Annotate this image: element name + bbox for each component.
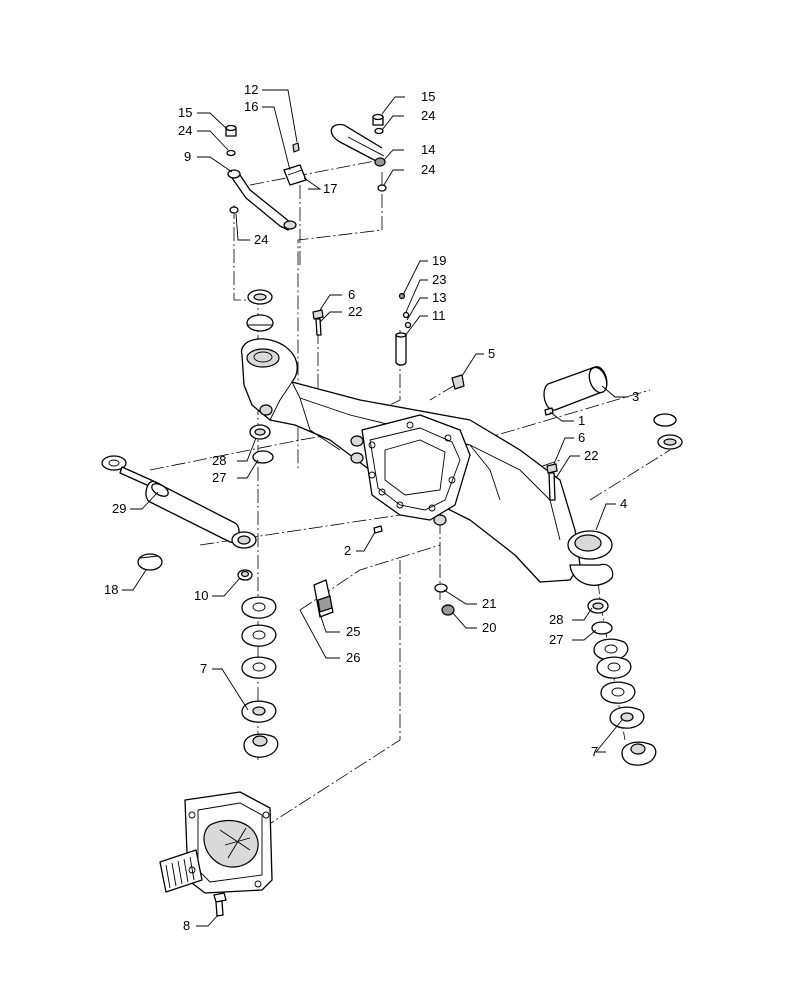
callout-24-lower-right: 24 xyxy=(421,162,435,177)
spacer-part-10 xyxy=(237,569,253,581)
callout-15-left: 15 xyxy=(178,105,192,120)
callout-22-right: 22 xyxy=(584,448,598,463)
hub-flange-left xyxy=(243,733,279,758)
callout-5: 5 xyxy=(488,346,495,361)
small-hardware-13-19-23 xyxy=(398,292,412,329)
callout-27-right: 27 xyxy=(549,632,563,647)
bracket-part-16-17 xyxy=(283,164,307,186)
bolt-part-15-right xyxy=(372,113,384,135)
seal-part-27-left xyxy=(252,450,274,464)
callout-19: 19 xyxy=(432,253,446,268)
seal-part-27-right xyxy=(591,621,613,635)
callout-4: 4 xyxy=(620,496,627,511)
bearing-cup-left-upper xyxy=(246,314,274,332)
callout-20: 20 xyxy=(482,620,496,635)
callout-24-lower-left: 24 xyxy=(254,232,268,247)
bearing-part-28-right xyxy=(587,598,609,614)
tie-rod-part-9 xyxy=(227,169,297,231)
callout-1: 1 xyxy=(578,413,585,428)
washer-part-24-lower-left xyxy=(229,206,239,214)
callout-8: 8 xyxy=(183,918,190,933)
callout-23: 23 xyxy=(432,272,446,287)
callout-9: 9 xyxy=(184,149,191,164)
callout-26: 26 xyxy=(346,650,360,665)
callout-25: 25 xyxy=(346,624,360,639)
callout-7-left: 7 xyxy=(200,661,207,676)
bolt-part-15-left xyxy=(225,124,237,157)
plug-part-20-21 xyxy=(434,583,455,616)
fitting-part-1 xyxy=(544,407,554,416)
clamp-part-18 xyxy=(137,553,163,571)
axle-housing xyxy=(241,338,614,586)
differential-assembly xyxy=(159,791,273,894)
bolt-part-8 xyxy=(213,892,227,917)
fitting-part-2 xyxy=(373,525,383,534)
callout-6-right: 6 xyxy=(578,430,585,445)
callout-22-left: 22 xyxy=(348,304,362,319)
callout-24-upper-right: 24 xyxy=(421,108,435,123)
callout-3: 3 xyxy=(632,389,639,404)
u-bolt-part-14 xyxy=(330,123,386,167)
callout-13: 13 xyxy=(432,290,446,305)
callout-16: 16 xyxy=(244,99,258,114)
callout-24-upper-left: 24 xyxy=(178,123,192,138)
callout-labels: 12 16 17 15 24 9 24 15 24 14 24 6 22 19 … xyxy=(104,82,639,933)
plug-part-5 xyxy=(451,374,465,390)
callout-28-right: 28 xyxy=(549,612,563,627)
callout-18: 18 xyxy=(104,582,118,597)
callout-7-right: 7 xyxy=(591,744,598,759)
shim-stack-left-part-7 xyxy=(241,596,277,723)
steering-cylinder-part-29 xyxy=(101,455,257,549)
clip-part-12 xyxy=(292,142,300,153)
callout-14: 14 xyxy=(421,142,435,157)
callout-2: 2 xyxy=(344,543,351,558)
shim-stack-right-part-7 xyxy=(593,638,645,729)
callout-27-left: 27 xyxy=(212,470,226,485)
pin-part-11 xyxy=(395,332,407,366)
callout-11: 11 xyxy=(432,308,446,323)
bearing-part-28-left xyxy=(249,424,271,440)
callout-28-left: 28 xyxy=(212,453,226,468)
bolt-part-6-right xyxy=(546,463,558,501)
bearing-right-upper xyxy=(653,413,683,450)
callout-10: 10 xyxy=(194,588,208,603)
callout-29: 29 xyxy=(112,501,126,516)
callout-6-left: 6 xyxy=(348,287,355,302)
callout-15-right: 15 xyxy=(421,89,435,104)
bushing-part-3 xyxy=(543,366,608,411)
leader-lines xyxy=(122,89,628,927)
hub-flange-right xyxy=(621,741,657,766)
callout-17: 17 xyxy=(323,181,337,196)
callout-12: 12 xyxy=(244,82,258,97)
decal-part-25-26 xyxy=(313,579,334,618)
washer-part-24-lower-right xyxy=(377,184,387,192)
callout-21: 21 xyxy=(482,596,496,611)
bearing-cone-left-upper xyxy=(247,289,273,305)
bolt-part-6-left xyxy=(312,309,324,336)
